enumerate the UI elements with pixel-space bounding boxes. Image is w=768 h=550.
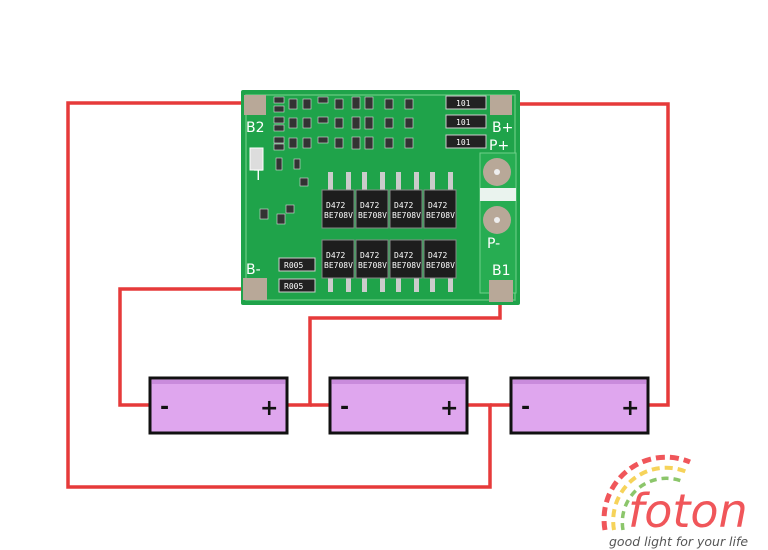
label-bplus: B+ (492, 120, 513, 136)
mosfet-marking: D472 (394, 201, 413, 210)
wire-bplus (500, 102, 670, 407)
positive-terminal: + (260, 396, 278, 421)
resistor-label: 101 (456, 118, 471, 127)
wire-b1 (288, 290, 502, 407)
mosfets: D472BE708VD472BE708VD472BE708VD472BE708V… (321, 172, 457, 292)
pad-b2 (244, 95, 266, 115)
wires (66, 101, 670, 489)
battery-cell: -+ (509, 376, 650, 435)
label-bminus: B- (246, 262, 261, 278)
positive-terminal: + (621, 396, 639, 421)
foton-logo: foton good light for your life (601, 454, 748, 549)
smd-components (259, 96, 414, 225)
negative-terminal: - (160, 395, 169, 420)
negative-terminal: - (521, 395, 530, 420)
negative-terminal: - (340, 395, 349, 420)
mosfet-marking: BE708V (324, 211, 353, 220)
mosfet-marking: BE708V (426, 261, 455, 270)
wire-b2 (66, 101, 492, 489)
label-pplus: P+ (489, 138, 509, 154)
positive-terminal: + (440, 396, 458, 421)
label-b2: B2 (246, 120, 265, 136)
mosfet-marking: D472 (326, 251, 345, 260)
mosfet-marking: BE708V (392, 261, 421, 270)
mosfet-marking: BE708V (358, 261, 387, 270)
resistor-label: 101 (456, 138, 471, 147)
pad-bplus (490, 95, 512, 115)
bms-board: B2 B+ P+ P- B- B1 T 101 101 101 (241, 90, 520, 305)
mosfet-marking: BE708V (324, 261, 353, 270)
resistor-label: 101 (456, 99, 471, 108)
label-t: T (253, 168, 263, 184)
mosfet-marking: D472 (326, 201, 345, 210)
logo-tagline: good light for your life (609, 534, 748, 549)
battery-cell: -+ (328, 376, 469, 435)
logo-name: foton (628, 484, 748, 538)
mosfet-marking: D472 (428, 251, 447, 260)
mosfet-marking: D472 (394, 251, 413, 260)
batteries: -+-+-+ (148, 376, 650, 435)
label-pminus: P- (487, 236, 500, 252)
battery-cell: -+ (148, 376, 289, 435)
shunt-label: R005 (284, 261, 303, 270)
mosfet-marking: BE708V (358, 211, 387, 220)
mosfet-marking: D472 (428, 201, 447, 210)
top-resistors: 101 101 101 (445, 95, 487, 149)
mosfet-marking: BE708V (426, 211, 455, 220)
label-b1: B1 (492, 263, 511, 279)
mosfet-marking: D472 (360, 251, 379, 260)
wire-bminus (118, 287, 252, 407)
pad-b1 (489, 280, 513, 302)
shunt-label: R005 (284, 282, 303, 291)
shunt-resistors: R005 R005 (278, 257, 316, 293)
pad-bminus (243, 278, 267, 300)
mosfet-marking: D472 (360, 201, 379, 210)
mosfet-marking: BE708V (392, 211, 421, 220)
